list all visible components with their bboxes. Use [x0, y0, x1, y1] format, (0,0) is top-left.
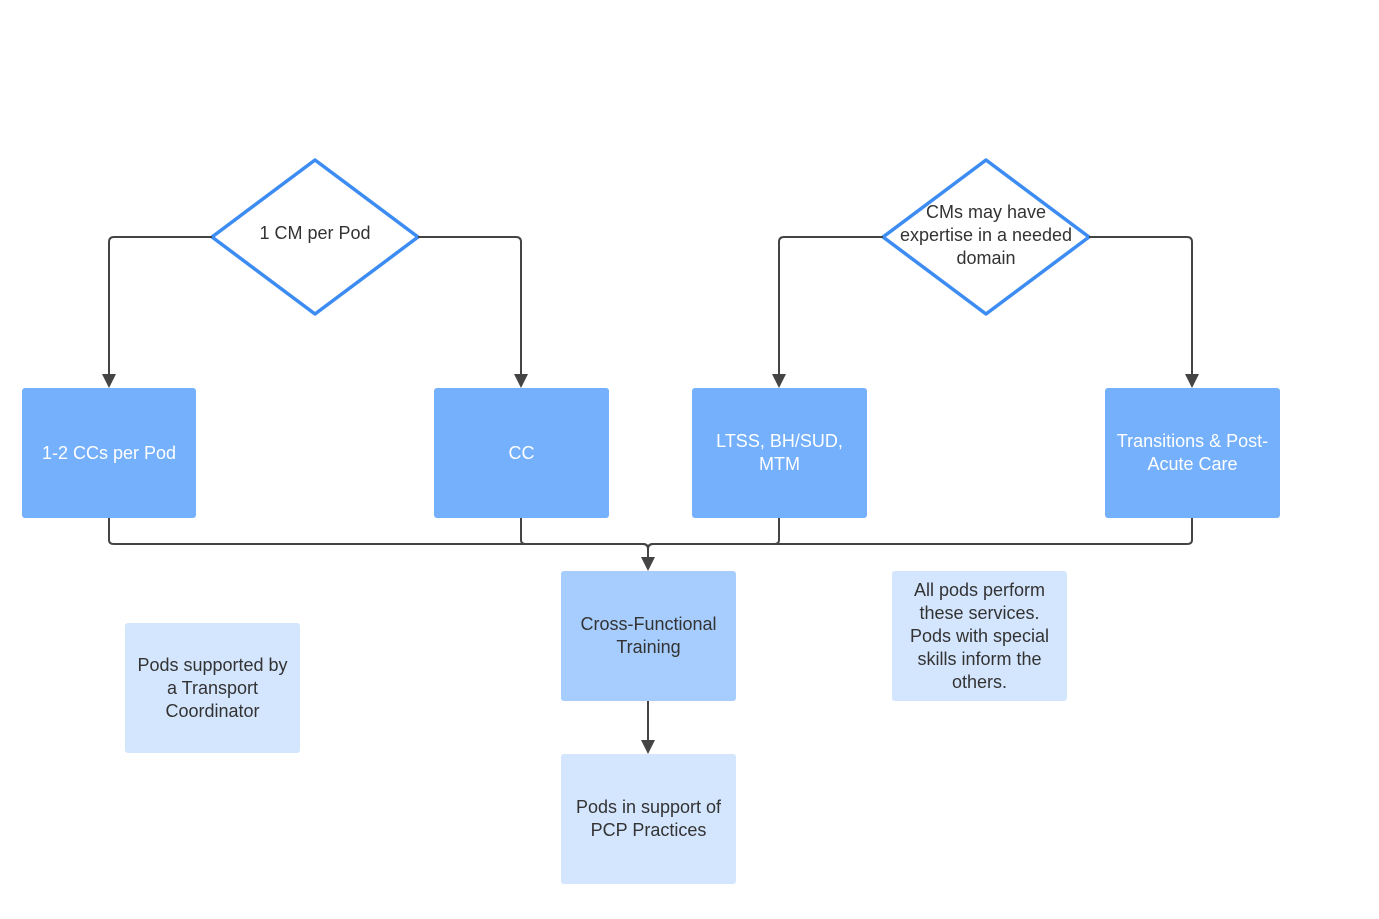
role-ltss-bh-sud-mtm: LTSS, BH/SUD, MTM [692, 388, 867, 518]
connector-expertise-to-ltss [772, 236, 883, 388]
role-transitions-post-acute: Transitions & Post-Acute Care [1105, 388, 1280, 518]
role-ccs-per-pod: 1-2 CCs per Pod [22, 388, 196, 518]
connector-cm-to-ccs [102, 236, 212, 388]
connector-cm-to-cc [418, 236, 528, 388]
decision-diamond-left [210, 158, 420, 316]
services-note: All pods perform these services. Pods wi… [892, 571, 1067, 701]
transport-coordinator-note: Pods supported by a Transport Coordinato… [125, 623, 300, 753]
decision-diamond-right [881, 158, 1091, 316]
connector-expertise-to-transitions [1089, 236, 1199, 388]
role-cc: CC [434, 388, 609, 518]
connector-transitions-to-training [647, 518, 1193, 569]
pcp-support-box: Pods in support of PCP Practices [561, 754, 736, 884]
connector-cc-to-training [520, 518, 649, 569]
decision-label-cm-per-pod: 1 CM per Pod [259, 222, 371, 243]
decision-label-cm-expertise: CMs may have expertise in a needed domai… [899, 201, 1073, 268]
cross-functional-training-box: Cross-Functional Training [561, 571, 736, 701]
